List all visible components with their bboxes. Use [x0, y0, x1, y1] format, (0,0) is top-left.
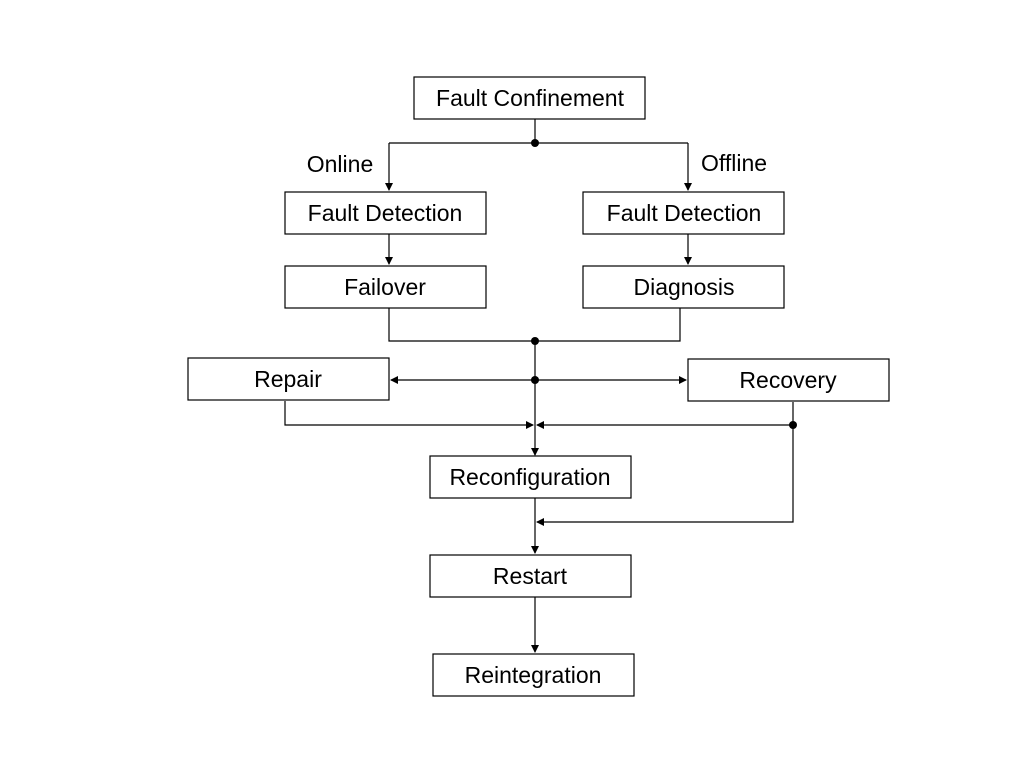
edge-recovery-to-restart-path [536, 425, 794, 526]
node-label: Reintegration [465, 662, 602, 688]
node-label: Reconfiguration [449, 464, 610, 490]
node-restart: Restart [429, 554, 632, 598]
node-fault-detection-offline: Fault Detection [582, 191, 785, 235]
edge-repair-return [284, 401, 534, 429]
node-label: Restart [493, 563, 568, 589]
node-fault-confinement: Fault Confinement [413, 76, 646, 120]
junction-split [531, 139, 539, 147]
node-reintegration: Reintegration [432, 653, 635, 697]
node-label: Recovery [739, 367, 837, 393]
branch-label-offline: Offline [701, 150, 767, 176]
node-diagnosis: Diagnosis [582, 265, 785, 309]
junctions [531, 139, 797, 429]
node-failover: Failover [284, 265, 487, 309]
node-label: Failover [344, 274, 426, 300]
node-label: Repair [254, 366, 322, 392]
junction-branch [531, 376, 539, 384]
junction-merge [531, 337, 539, 345]
node-label: Fault Detection [308, 200, 463, 226]
node-label: Diagnosis [634, 274, 735, 300]
node-label: Fault Detection [607, 200, 762, 226]
edges [284, 119, 794, 653]
node-reconfiguration: Reconfiguration [429, 455, 632, 499]
edge-failover-diagnosis-merge [388, 308, 681, 342]
branch-label-online: Online [307, 151, 373, 177]
node-label: Fault Confinement [436, 85, 625, 111]
node-repair: Repair [187, 357, 390, 401]
node-recovery: Recovery [687, 358, 890, 402]
node-fault-detection-online: Fault Detection [284, 191, 487, 235]
junction-recovery [789, 421, 797, 429]
